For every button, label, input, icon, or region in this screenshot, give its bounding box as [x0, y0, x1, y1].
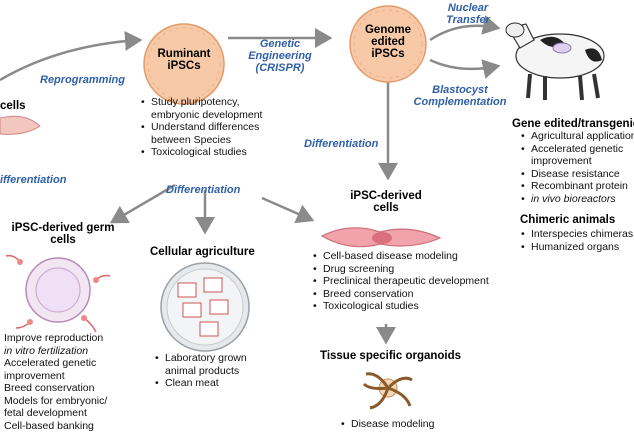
cellular-agriculture-title: Cellular agriculture: [150, 246, 255, 258]
calf-icon: [505, 22, 605, 101]
left-differentiation-label: ifferentiation: [0, 174, 67, 186]
cellular-agriculture-bullets: Laboratory grown animal products Clean m…: [154, 352, 274, 390]
arrow-to-germ: [109, 183, 176, 224]
left-cells-label: cells: [0, 100, 26, 112]
left-cell-icon: [0, 115, 41, 135]
germ-list: Improve reproduction in vitro fertilizat…: [4, 332, 108, 432]
ruminant-bullets: Study pluripotency, embryonic developmen…: [140, 96, 280, 159]
arrow-blastocyst: [429, 58, 501, 79]
organoid-icon: [362, 372, 413, 410]
arrow-reprogramming: [0, 30, 143, 82]
organoids-bullets: Disease modeling: [340, 418, 450, 431]
genetic-engineering-label: Genetic Engineering(CRISPR): [248, 38, 312, 74]
gene-edited-title: Gene edited/transgenic: [512, 118, 634, 130]
egg-sperm-icon: [5, 254, 111, 333]
differentiation-mid-label: Differentiation: [166, 184, 241, 196]
chimeric-bullets: Interspecies chimeras Humanized organs: [520, 228, 634, 253]
organoids-title: Tissue specific organoids: [320, 350, 462, 362]
petri-dish-icon: [160, 262, 250, 352]
differentiation-center-label: Differentiation: [304, 138, 379, 150]
derived-bullets: Cell-based disease modeling Drug screeni…: [312, 250, 512, 313]
derived-cell-icon: [320, 227, 442, 248]
genome-cells-icon: [349, 5, 427, 83]
gene-edited-bullets: Agricultural applications Accelerated ge…: [520, 130, 634, 205]
reprogramming-label: Reprogramming: [40, 74, 125, 86]
chimeric-title: Chimeric animals: [520, 214, 616, 226]
arrow-nuclear-transfer: [429, 15, 501, 42]
arrow-to-derived: [261, 196, 315, 224]
